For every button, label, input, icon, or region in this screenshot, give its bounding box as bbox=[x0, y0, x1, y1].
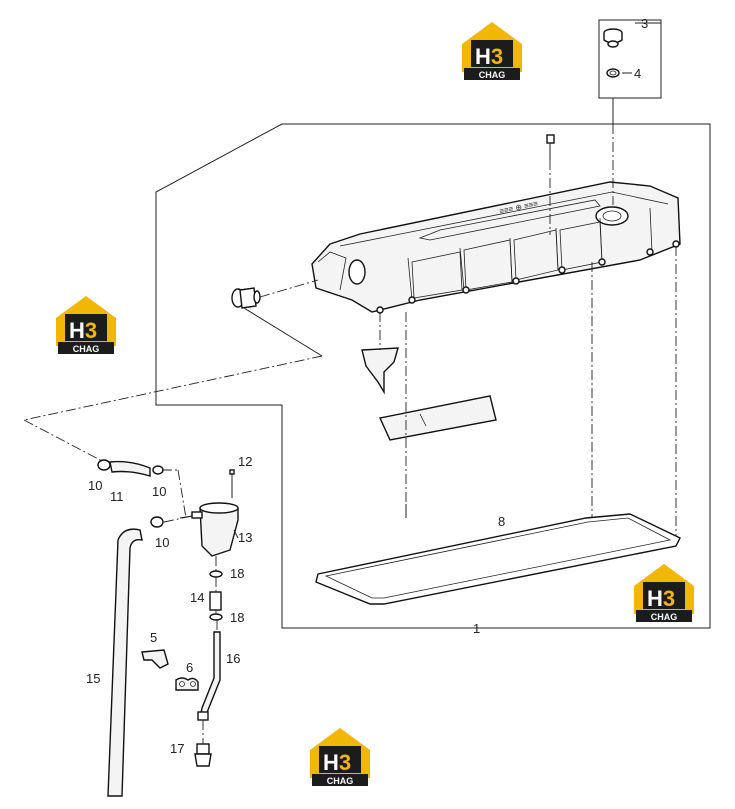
short-hose bbox=[109, 460, 151, 477]
callout-18-b: 18 bbox=[230, 610, 244, 625]
callout-11: 11 bbox=[110, 489, 124, 504]
callout-16: 16 bbox=[226, 651, 240, 666]
oil-separator-plate bbox=[378, 395, 497, 441]
o-ring-upper bbox=[209, 570, 223, 578]
oil-separator bbox=[191, 502, 239, 557]
hose-clamp-c bbox=[150, 516, 164, 528]
callout-12: 12 bbox=[238, 454, 252, 469]
breather-fitting bbox=[231, 287, 261, 309]
callout-18-a: 18 bbox=[230, 566, 244, 581]
oil-filler-cap bbox=[603, 28, 623, 48]
long-drain-hose bbox=[107, 528, 143, 797]
callout-10-a: 10 bbox=[88, 478, 102, 493]
svg-text:CHAG: CHAG bbox=[327, 776, 354, 786]
callout-17: 17 bbox=[170, 741, 184, 756]
cover-gasket bbox=[315, 513, 681, 605]
oil-deflector bbox=[361, 347, 399, 395]
hose-bracket-clip bbox=[141, 649, 169, 669]
callout-10-c: 10 bbox=[155, 535, 169, 550]
separator-screw bbox=[229, 469, 235, 498]
callout-1: 1 bbox=[473, 621, 480, 636]
cap-kit-box bbox=[598, 19, 662, 99]
connector-tube bbox=[209, 591, 222, 611]
double-hose-clip bbox=[175, 677, 199, 691]
drain-pipe bbox=[197, 631, 221, 721]
callout-6: 6 bbox=[186, 660, 193, 675]
callout-4: 4 bbox=[634, 66, 641, 81]
callout-5: 5 bbox=[150, 630, 157, 645]
drain-fitting bbox=[194, 743, 212, 767]
callout-14: 14 bbox=[190, 590, 204, 605]
assembly-boundary bbox=[155, 123, 711, 629]
callout-13: 13 bbox=[238, 530, 252, 545]
cover-bolt bbox=[546, 134, 555, 160]
logo-top: H3 CHAG bbox=[462, 22, 522, 80]
logo-bottom: H3 CHAG bbox=[310, 728, 370, 786]
svg-text:H3: H3 bbox=[69, 318, 97, 343]
callout-10-b: 10 bbox=[152, 484, 166, 499]
logo-right: H3 CHAG bbox=[634, 564, 694, 622]
callout-15: 15 bbox=[86, 671, 100, 686]
o-ring-lower bbox=[209, 613, 223, 621]
hose-clamp-b bbox=[152, 465, 164, 475]
svg-text:CHAG: CHAG bbox=[651, 612, 678, 622]
callout-8: 8 bbox=[498, 514, 505, 529]
filler-cap-seal bbox=[606, 68, 620, 78]
svg-text:CHAG: CHAG bbox=[73, 344, 100, 354]
svg-text:H3: H3 bbox=[475, 44, 503, 69]
callout-3: 3 bbox=[641, 16, 648, 31]
svg-text:CHAG: CHAG bbox=[479, 70, 506, 80]
hose-clamp-a bbox=[97, 459, 111, 471]
svg-text:H3: H3 bbox=[323, 750, 351, 775]
valve-cover: ≡≡≡ ⊕ ≡≡≡ bbox=[311, 181, 681, 314]
svg-text:H3: H3 bbox=[647, 586, 675, 611]
logo-left: H3 CHAG bbox=[56, 296, 116, 354]
